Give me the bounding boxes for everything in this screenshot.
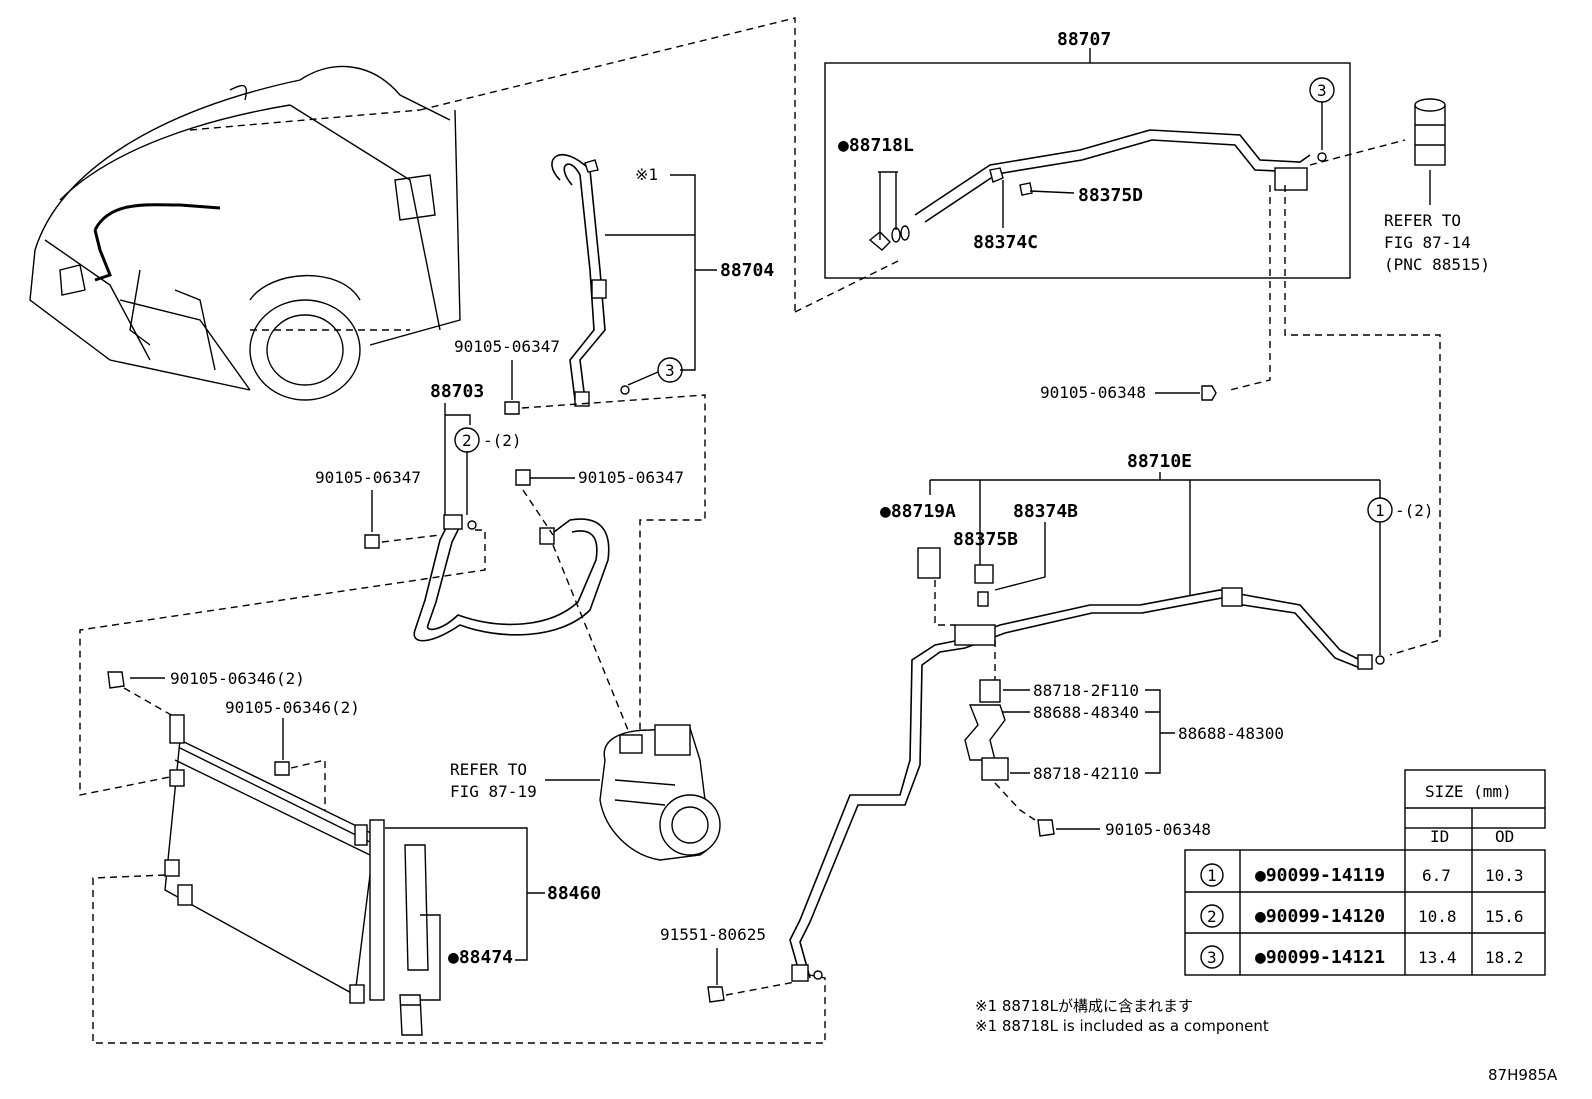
- label-88703: 88703: [430, 381, 484, 402]
- refer-fig-87-19: FIG 87-19: [450, 782, 537, 801]
- label-88460: 88460: [547, 883, 601, 904]
- size-row-part: ●90099-14119: [1255, 865, 1385, 886]
- label-bolt-90105-06348-b: 90105-06348: [1105, 820, 1211, 839]
- label-88707: 88707: [1057, 29, 1111, 50]
- label-bolt-90105-06347-a: 90105-06347: [454, 337, 560, 356]
- size-row-od: 10.3: [1485, 866, 1524, 885]
- label-bolt-90105-06347-b: 90105-06347: [315, 468, 421, 487]
- label-88688-48300: 88688-48300: [1178, 724, 1284, 743]
- label-bolt-91551-80625: 91551-80625: [660, 925, 766, 944]
- receiver-refer-87-14: [1414, 98, 1446, 205]
- o-ring-size-table: SIZE (mm) ID OD 1 ●90099-14119 6.7 10.3 …: [1184, 769, 1546, 976]
- size-row-ref: 1: [1207, 866, 1217, 885]
- size-table-header: SIZE (mm): [1425, 782, 1512, 801]
- mark-1-88704: ※1: [635, 165, 658, 184]
- vehicle-front-illustration: [29, 65, 461, 401]
- label-88688-48340: 88688-48340: [1033, 703, 1139, 722]
- ref-number-1: 1: [1375, 501, 1385, 520]
- bolt-90105-06346-a: [107, 671, 125, 689]
- bolt-91551-80625: [707, 986, 725, 1003]
- label-bolt-90105-06348-a: 90105-06348: [1040, 383, 1146, 402]
- note-english: ※1 88718L is included as a component: [975, 1017, 1269, 1035]
- label-88718-42110: 88718-42110: [1033, 764, 1139, 783]
- refer-fig-87-14: FIG 87-14: [1384, 233, 1471, 252]
- ref-circle-3-mid: [657, 357, 683, 383]
- size-row-id: 6.7: [1422, 866, 1451, 885]
- bolt-90105-06346-b: [274, 761, 290, 776]
- bolt-90105-06348-b: [1037, 819, 1055, 837]
- size-row-ref: 2: [1207, 907, 1217, 926]
- label-88719A: ●88719A: [880, 501, 956, 522]
- ref-2-quantity: -(2): [483, 431, 522, 450]
- label-88375B: 88375B: [953, 529, 1018, 550]
- refer-pnc-88515: (PNC 88515): [1384, 255, 1490, 274]
- note-japanese: ※1 88718Lが構成に含まれます: [975, 997, 1193, 1015]
- refer-to-label-87-19: REFER TO: [450, 760, 527, 779]
- condenser-88460: [164, 714, 429, 1036]
- ref-1-quantity: -(2): [1395, 501, 1434, 520]
- label-88375D: 88375D: [1078, 185, 1143, 206]
- bolt-90105-06347-a: [504, 401, 520, 415]
- size-table-col-id: ID: [1430, 827, 1449, 846]
- hose-88707: [868, 129, 1327, 251]
- label-bolt-90105-06347-c: 90105-06347: [578, 468, 684, 487]
- ref-number-3-mid: 3: [665, 361, 675, 380]
- label-88718L: ●88718L: [838, 135, 914, 156]
- hose-88704: [551, 154, 630, 407]
- bolt-90105-06347-c: [515, 469, 531, 486]
- bolt-90105-06348-a: [1201, 385, 1217, 401]
- label-88718-2F110: 88718-2F110: [1033, 681, 1139, 700]
- callout-88718L: ●88718L: [838, 135, 914, 240]
- ref-number-2: 2: [462, 431, 472, 450]
- size-row-id: 10.8: [1418, 907, 1457, 926]
- pipe-88710E: [789, 547, 1385, 982]
- size-row-id: 13.4: [1418, 948, 1457, 967]
- label-88374B: 88374B: [1013, 501, 1078, 522]
- label-bolt-90105-06346-b: 90105-06346(2): [225, 698, 360, 717]
- label-bolt-90105-06346-a: 90105-06346(2): [170, 669, 305, 688]
- size-row-ref: 3: [1207, 948, 1217, 967]
- bolt-90105-06347-b: [364, 534, 380, 549]
- size-row-od: 15.6: [1485, 907, 1524, 926]
- label-88474: ●88474: [448, 947, 513, 968]
- label-88704: 88704: [720, 260, 774, 281]
- size-table-col-od: OD: [1495, 827, 1514, 846]
- compressor-refer-87-19: [599, 724, 721, 861]
- hose-88703: [413, 514, 610, 642]
- size-row-part: ●90099-14120: [1255, 906, 1385, 927]
- ref-number-3-top: 3: [1317, 81, 1327, 100]
- pressure-switch-assembly: [964, 679, 1009, 781]
- size-row-part: ●90099-14121: [1255, 947, 1385, 968]
- label-88710E: 88710E: [1127, 451, 1192, 472]
- figure-id: 87H985A: [1488, 1066, 1558, 1084]
- size-row-od: 18.2: [1485, 948, 1524, 967]
- label-88374C: 88374C: [973, 232, 1038, 253]
- refer-to-label-87-14: REFER TO: [1384, 211, 1461, 230]
